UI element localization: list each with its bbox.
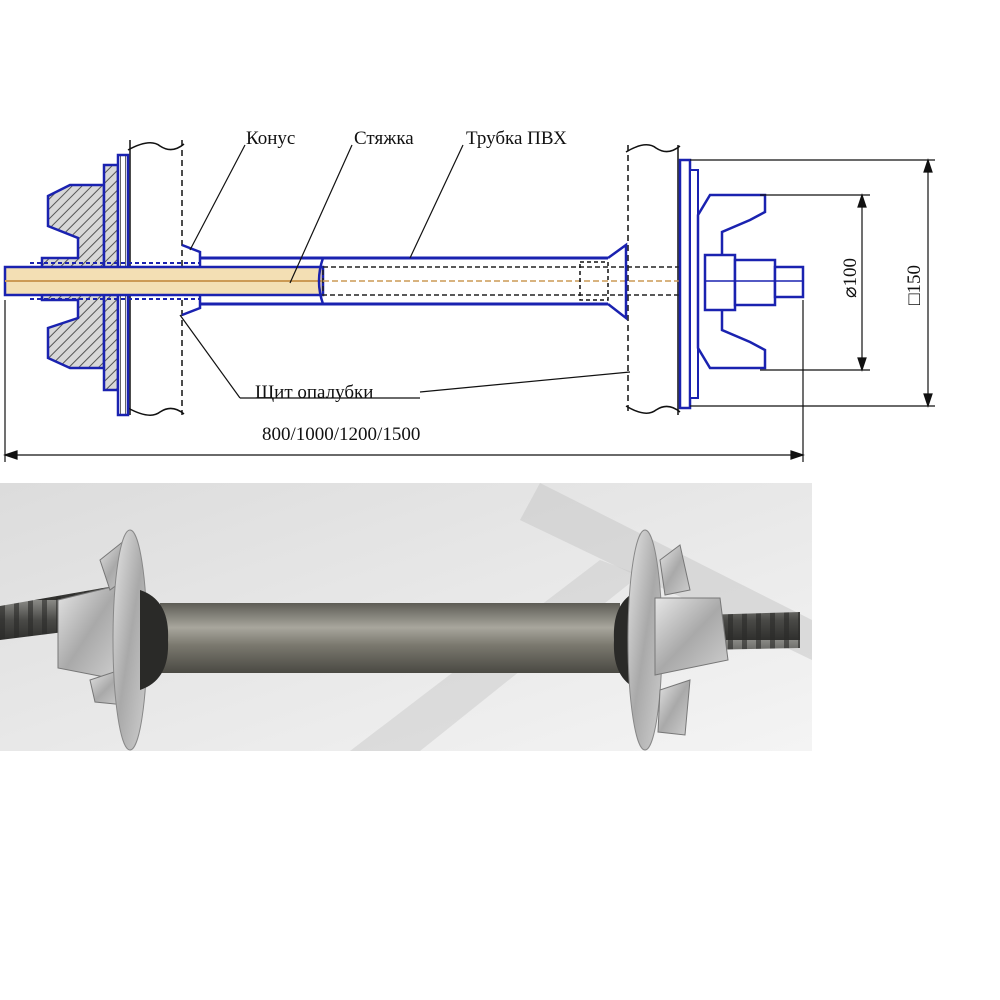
dimension-plate-square: □150 [904,265,925,305]
formwork-tie-diagram: Конус Стяжка Трубка ПВХ Щит опалубки 800… [3,128,935,462]
right-plate-nut [678,158,805,410]
right-formwork-panel [625,144,681,415]
steel-tube [160,603,620,673]
dimension-lines [3,158,935,462]
dimension-length: 800/1000/1200/1500 [262,424,420,445]
tie-rod [3,262,684,300]
label-pvc-tube: Трубка ПВХ [466,128,567,149]
right-cone [607,242,628,321]
label-formwork-panel: Щит опалубки [255,382,373,403]
pvc-tube [200,256,609,306]
left-anchor-nut [57,529,169,751]
dimension-washer-diameter: ⌀100 [840,258,861,298]
leader-lines [179,144,631,399]
label-tie: Стяжка [354,128,414,149]
right-anchor-nut [613,529,729,751]
label-cone: Конус [246,128,295,149]
